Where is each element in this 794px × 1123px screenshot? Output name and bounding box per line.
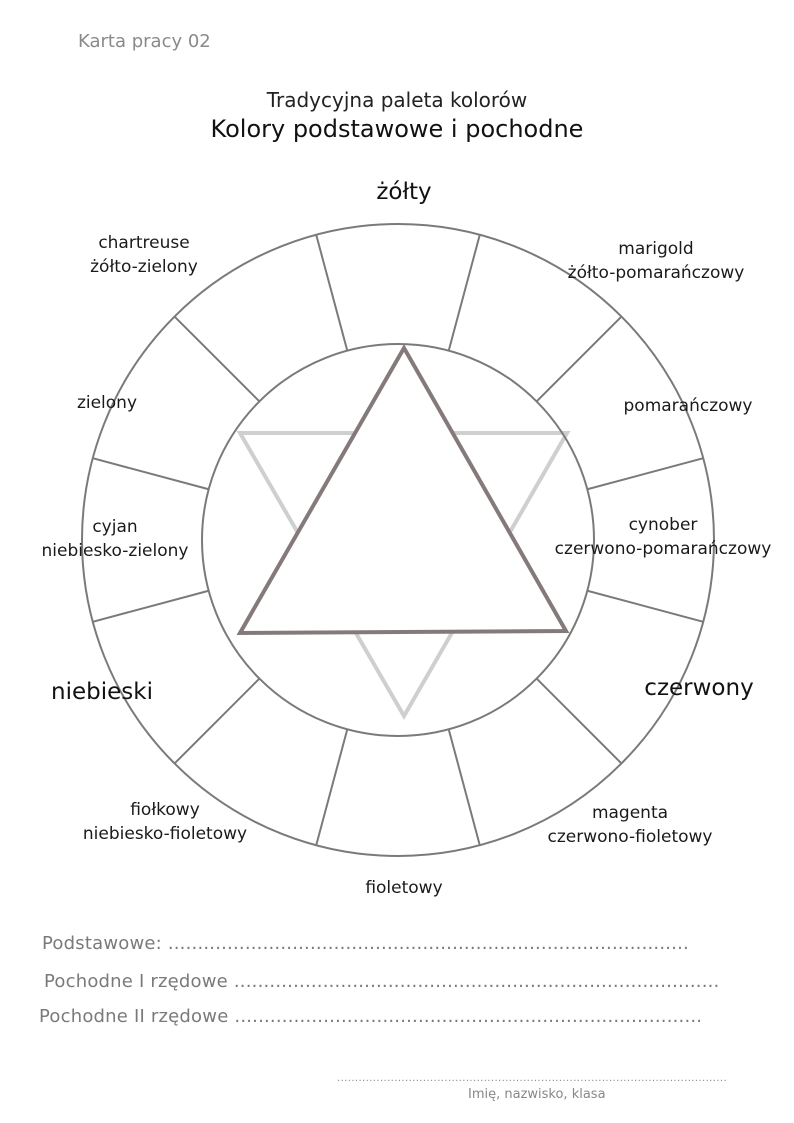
label-red-orange-desc: czerwono-pomarańczowy bbox=[554, 539, 772, 559]
label-yellow-orange: marigold żółto-pomarańczowy bbox=[548, 237, 764, 285]
label-green: zielony bbox=[76, 393, 138, 413]
label-orange: pomarańczowy bbox=[623, 396, 753, 416]
label-yellow-green-desc: żółto-zielony bbox=[90, 257, 198, 277]
wheel-divider bbox=[92, 589, 209, 623]
label-red-violet-name: magenta bbox=[591, 803, 669, 823]
label-blue-violet-desc: niebiesko-fioletowy bbox=[82, 824, 248, 844]
wheel-divider bbox=[587, 589, 704, 623]
label-blue-violet: fiołkowy niebiesko-fioletowy bbox=[64, 798, 266, 846]
student-name-caption: Imię, nazwisko, klasa bbox=[468, 1087, 606, 1102]
label-red: czerwony bbox=[644, 675, 754, 701]
label-blue-violet-name: fiołkowy bbox=[130, 800, 200, 820]
label-red-orange: cynober czerwono-pomarańczowy bbox=[540, 513, 786, 561]
student-name-line[interactable]: ........................................… bbox=[337, 1073, 728, 1084]
wheel-divider bbox=[173, 677, 261, 765]
primary-triangle bbox=[236, 343, 570, 636]
wheel-divider bbox=[587, 457, 704, 491]
label-violet: fioletowy bbox=[365, 878, 443, 898]
label-red-orange-name: cynober bbox=[628, 515, 698, 535]
secondary-colors-answer-line[interactable]: Pochodne I rzędowe .....................… bbox=[44, 971, 719, 992]
label-blue-green: cyjan niebiesko-zielony bbox=[20, 515, 210, 563]
primary-colors-label: Podstawowe: bbox=[42, 933, 162, 954]
wheel-divider bbox=[315, 234, 349, 351]
wheel-inner-circle bbox=[201, 343, 595, 737]
tertiary-colors-label: Pochodne II rzędowe bbox=[39, 1006, 229, 1027]
wheel-divider bbox=[447, 729, 481, 846]
wheel-outer-circle bbox=[81, 223, 715, 857]
secondary-colors-dots: ........................................… bbox=[233, 971, 720, 992]
wheel-divider bbox=[92, 457, 209, 491]
wheel-divider bbox=[535, 677, 623, 765]
wheel-divider bbox=[315, 729, 349, 846]
label-yellow-green: chartreuse żółto-zielony bbox=[64, 231, 224, 279]
primary-colors-answer-line[interactable]: Podstawowe: ............................… bbox=[42, 933, 689, 954]
secondary-colors-label: Pochodne I rzędowe bbox=[44, 971, 228, 992]
label-red-violet: magenta czerwono-fioletowy bbox=[530, 801, 730, 849]
tertiary-colors-answer-line[interactable]: Pochodne II rzędowe ....................… bbox=[39, 1006, 702, 1027]
wheel-divider bbox=[447, 234, 481, 351]
label-blue: niebieski bbox=[51, 679, 153, 705]
wheel-divider bbox=[535, 315, 623, 403]
wheel-divider bbox=[173, 315, 261, 403]
worksheet-subtitle: Kolory podstawowe i pochodne bbox=[210, 115, 584, 143]
wheel-segments bbox=[81, 223, 715, 857]
label-blue-green-name: cyjan bbox=[92, 517, 138, 537]
label-yellow: żółty bbox=[376, 179, 432, 205]
worksheet-title: Tradycyjna paleta kolorów bbox=[266, 88, 528, 112]
tertiary-colors-dots: ........................................… bbox=[234, 1006, 703, 1027]
label-red-violet-desc: czerwono-fioletowy bbox=[547, 827, 713, 847]
label-blue-green-desc: niebiesko-zielony bbox=[41, 541, 189, 561]
label-yellow-orange-desc: żółto-pomarańczowy bbox=[567, 263, 745, 283]
primary-colors-dots: ........................................… bbox=[167, 933, 689, 954]
label-yellow-orange-name: marigold bbox=[618, 239, 694, 259]
worksheet-number: Karta pracy 02 bbox=[78, 31, 211, 52]
label-yellow-green-name: chartreuse bbox=[98, 233, 190, 253]
